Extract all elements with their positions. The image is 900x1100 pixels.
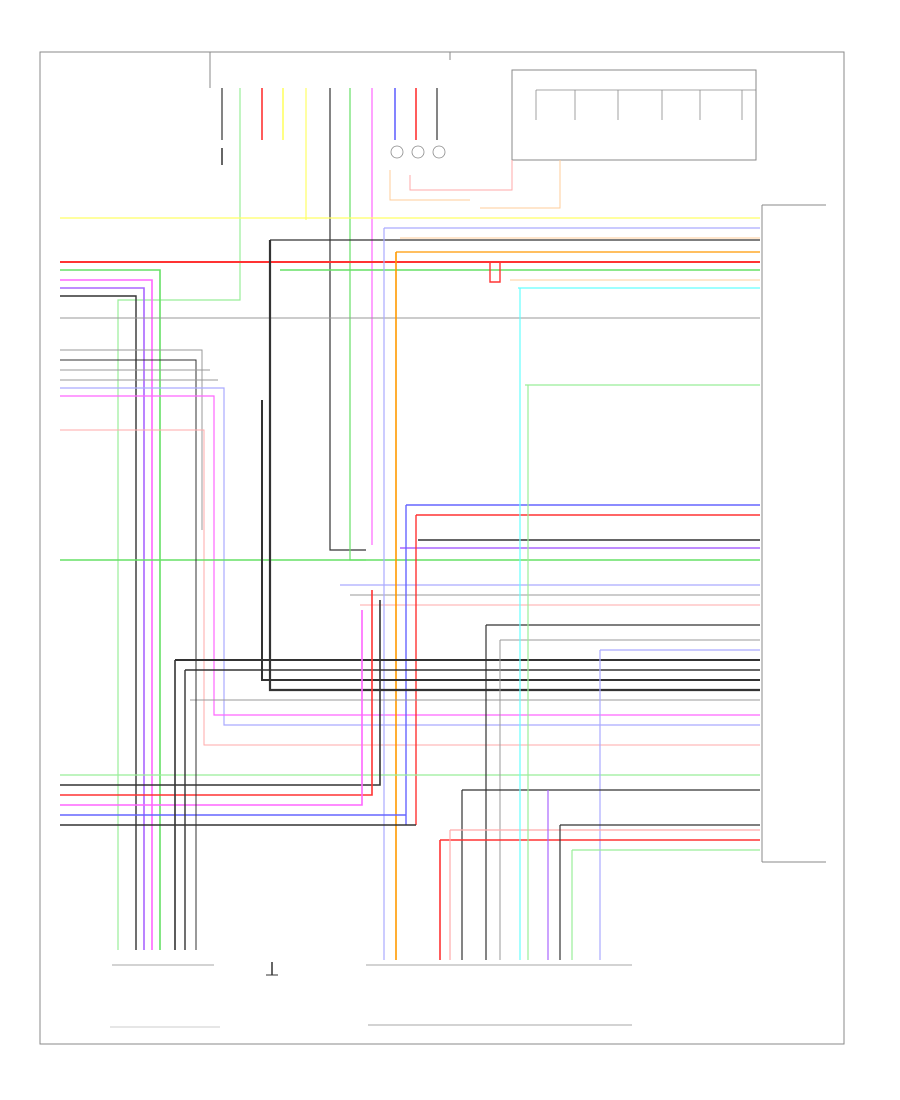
right-connector-block	[761, 204, 826, 863]
wire	[60, 395, 760, 716]
wire	[409, 160, 513, 191]
wire	[60, 279, 153, 950]
wire	[60, 269, 161, 950]
lamp-icon	[390, 145, 404, 159]
wire	[117, 88, 241, 950]
wire	[60, 590, 373, 796]
lamp-row	[390, 145, 446, 159]
switch-box	[511, 69, 757, 161]
wire	[329, 88, 366, 551]
wire	[480, 160, 561, 209]
wire	[60, 287, 145, 950]
wire	[60, 600, 381, 786]
wire	[389, 170, 470, 201]
top-connector-group	[209, 51, 451, 88]
wire	[349, 88, 366, 561]
lamp-icon	[432, 145, 446, 159]
ground-icon	[266, 962, 278, 976]
wire	[60, 387, 760, 726]
wire	[268, 240, 760, 692]
lamp-icon	[411, 145, 425, 159]
wire	[60, 610, 363, 806]
wire	[60, 359, 197, 530]
wire	[60, 349, 203, 530]
wire	[489, 262, 501, 283]
wire	[60, 429, 760, 746]
bottom-connector-left	[110, 964, 220, 1028]
bottom-connector-right	[366, 964, 632, 1026]
wire	[60, 295, 137, 950]
wire	[261, 400, 760, 681]
wire-harness	[60, 88, 760, 960]
